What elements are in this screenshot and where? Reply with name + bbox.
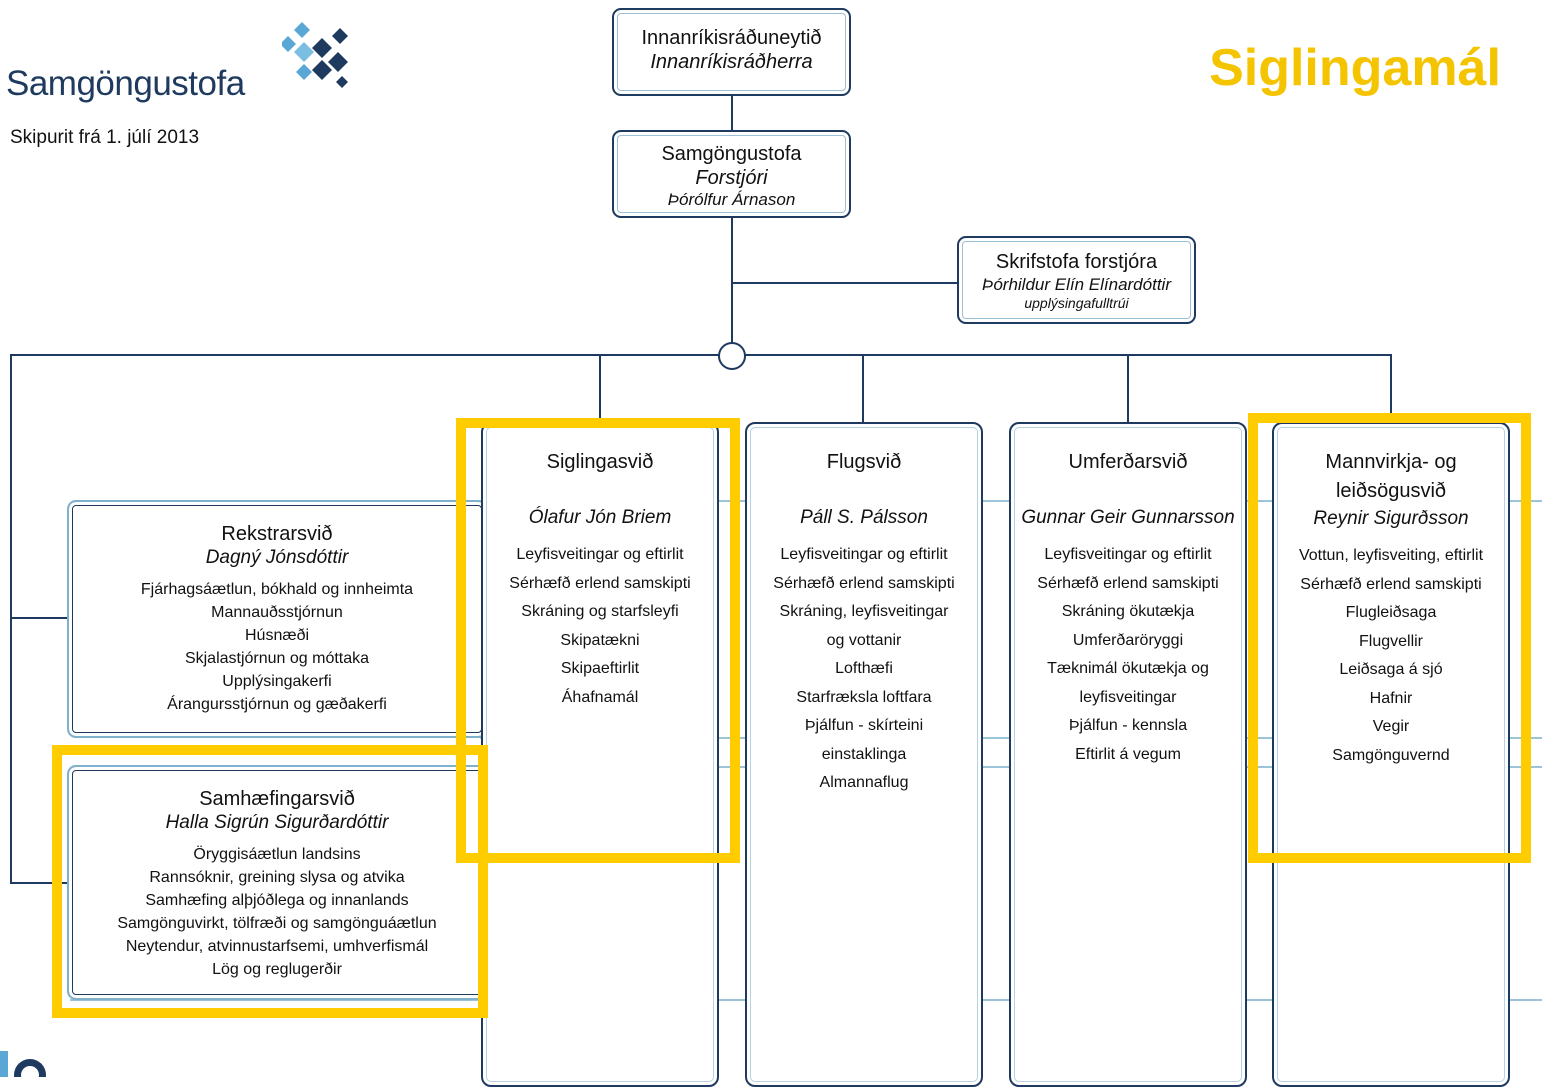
list-item: Eftirlit á vegum	[1075, 745, 1181, 763]
highlight-frame-samhaefingarsvid	[52, 745, 488, 1018]
list-item: Upplýsingakerfi	[222, 673, 332, 690]
department-list: Vottun, leyfisveiting, eftirlit Sérhæfð …	[1274, 542, 1508, 770]
office-box: Skrifstofa forstjóra Þórhildur Elín Elín…	[957, 236, 1196, 324]
list-item: Þjálfun - kennsla	[1068, 717, 1188, 734]
agency-box: Samgöngustofa Forstjóri Þórólfur Árnason	[612, 130, 851, 218]
side-unit-head: Halla Sigrún Sigurðardóttir	[165, 812, 389, 833]
list-item: Tæknimál ökutækja og	[1047, 660, 1209, 677]
department-head: Reynir Sigurðsson	[1313, 508, 1469, 529]
list-item: leyfisveitingar	[1079, 688, 1177, 706]
list-item: Skráning, leyfisveitingar	[779, 603, 949, 620]
list-item: Skipaeftirlit	[560, 660, 640, 677]
office-role: upplýsingafulltrúi	[1024, 295, 1129, 311]
side-unit-head: Dagný Jónsdóttir	[205, 547, 349, 568]
list-item: Skráning og starfsleyfi	[521, 603, 679, 620]
department-siglingasvid: Siglingasvið Ólafur Jón Briem Leyfisveit…	[481, 422, 719, 1087]
connector-line	[10, 882, 70, 884]
connector-line	[731, 94, 733, 132]
list-item: Skjalastjórnun og móttaka	[184, 650, 370, 667]
list-item: Rannsóknir, greining slysa og atvika	[149, 869, 405, 886]
highlight-frame-mannvirkja	[1248, 413, 1531, 863]
department-list: Leyfisveitingar og eftirlit Sérhæfð erle…	[483, 541, 717, 712]
connector-line	[1127, 354, 1129, 428]
department-name: Flugsvið	[826, 451, 902, 473]
department-flugsvid: Flugsvið Páll S. Pálsson Leyfisveitingar…	[745, 422, 983, 1087]
junction-circle	[718, 342, 746, 370]
department-head: Gunnar Geir Gunnarsson	[1021, 507, 1235, 528]
agency-title: Forstjóri	[695, 167, 768, 189]
agency-name: Samgöngustofa	[661, 143, 802, 165]
list-item: og vottanir	[826, 631, 902, 649]
office-person: Þórhildur Elín Elínardóttir	[982, 275, 1171, 294]
connector-line	[731, 217, 733, 343]
connector-line	[10, 617, 70, 619]
list-item: Leyfisveitingar og eftirlit	[1044, 546, 1212, 563]
logo-text: Samgöngustofa	[6, 64, 245, 103]
side-unit-list: Öryggisáætlun landsins Rannsóknir, grein…	[69, 843, 485, 981]
office-name: Skrifstofa forstjóra	[995, 251, 1158, 273]
list-item: einstaklinga	[821, 745, 907, 763]
connector-line	[10, 354, 1392, 356]
list-item: Samgönguvernd	[1332, 746, 1450, 764]
department-mannvirkja-og-leidsogusvid: Mannvirkja- og leiðsögusvið Reynir Sigur…	[1272, 422, 1510, 1087]
list-item: Skráning ökutækja	[1061, 603, 1195, 620]
list-item: Sérhæfð erlend samskipti	[509, 574, 691, 592]
side-unit-name: Rekstrarsvið	[221, 523, 333, 545]
list-item: Lofthæfi	[835, 660, 893, 677]
list-item: Skipatækni	[560, 631, 640, 649]
ministry-box: Innanríkisráðuneytið Innanríkisráðherra	[612, 8, 851, 96]
connector-line	[862, 354, 864, 428]
list-item: Hafnir	[1369, 689, 1413, 707]
list-item: Sérhæfð erlend samskipti	[773, 574, 955, 592]
list-item: Flugvellir	[1358, 632, 1423, 650]
list-item: Húsnæði	[244, 627, 310, 644]
connector-line	[1390, 354, 1392, 428]
highlight-frame-siglingasvid	[456, 418, 740, 863]
list-item: Áhafnamál	[561, 688, 639, 706]
list-item: Sérhæfð erlend samskipti	[1300, 575, 1482, 593]
department-name: Mannvirkja- og leiðsögusvið	[1325, 451, 1457, 502]
connector-line	[731, 282, 959, 284]
list-item: Samhæfing alþjóðlega og innanlands	[145, 892, 409, 909]
list-item: Lög og reglugerðir	[212, 961, 342, 978]
connector-line	[10, 354, 12, 884]
list-item: Árangursstjórnun og gæðakerfi	[167, 696, 387, 713]
ministry-name: Innanríkisráðuneytið	[641, 27, 822, 49]
list-item: Samgönguvirkt, tölfræði og samgönguáætlu…	[117, 915, 437, 932]
list-item: Öryggisáætlun landsins	[193, 846, 361, 863]
list-item: Þjálfun - skírteini	[804, 717, 924, 734]
side-unit-name: Samhæfingarsvið	[199, 788, 355, 810]
ministry-title: Innanríkisráðherra	[650, 51, 813, 73]
agency-person: Þórólfur Árnason	[667, 190, 796, 209]
list-item: Leyfisveitingar og eftirlit	[516, 546, 684, 563]
list-item: Starfræksla loftfara	[796, 688, 932, 706]
list-item: Fjárhagsáætlun, bókhald og innheimta	[140, 581, 414, 598]
list-item: Sérhæfð erlend samskipti	[1037, 574, 1219, 592]
list-item: Leyfisveitingar og eftirlit	[780, 546, 948, 563]
slide-title: Siglingamál	[1209, 39, 1501, 97]
department-head: Páll S. Pálsson	[800, 507, 928, 528]
list-item: Neytendur, atvinnustarfsemi, umhverfismá…	[125, 938, 429, 955]
list-item: Flugleiðsaga	[1345, 604, 1437, 621]
chart-date-subtitle: Skipurit frá 1. júlí 2013	[10, 127, 200, 148]
side-unit-rekstrarsvid: Rekstrarsvið Dagný Jónsdóttir Fjárhagsáæ…	[67, 500, 487, 738]
department-umferdarsvid: Umferðarsvið Gunnar Geir Gunnarsson Leyf…	[1009, 422, 1247, 1087]
logo-mark-icon	[282, 22, 348, 88]
connector-line	[599, 354, 601, 428]
list-item: Almannaflug	[819, 774, 909, 791]
department-list: Leyfisveitingar og eftirlit Sérhæfð erle…	[1011, 541, 1245, 769]
list-item: Leiðsaga á sjó	[1339, 661, 1443, 678]
list-item: Vottun, leyfisveiting, eftirlit	[1298, 547, 1484, 564]
department-list: Leyfisveitingar og eftirlit Sérhæfð erle…	[747, 541, 981, 798]
list-item: Mannauðsstjórnun	[211, 604, 343, 621]
list-item: Umferðaröryggi	[1072, 631, 1184, 649]
department-name: Umferðarsvið	[1068, 451, 1188, 473]
logo-fragment-icon	[0, 1051, 46, 1077]
department-head: Ólafur Jón Briem	[528, 507, 672, 528]
department-name: Siglingasvið	[546, 451, 654, 473]
side-unit-list: Fjárhagsáætlun, bókhald og innheimta Man…	[69, 578, 485, 716]
list-item: Vegir	[1372, 718, 1410, 735]
